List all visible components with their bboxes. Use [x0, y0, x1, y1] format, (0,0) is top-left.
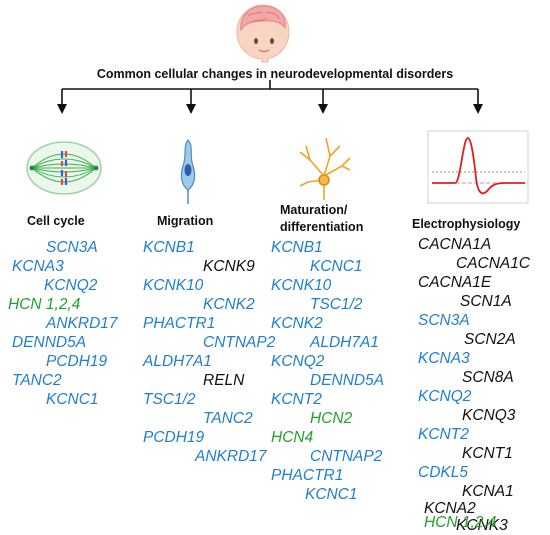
gene-label: SCN3A	[418, 312, 470, 329]
gene-label: KCNQ2	[271, 353, 325, 370]
gene-label: KCNT2	[418, 426, 469, 443]
gene-label: TSC1/2	[143, 391, 196, 408]
arrow-to-cell-cycle	[57, 104, 67, 114]
diagram-title: Common cellular changes in neurodevelopm…	[96, 67, 454, 81]
gene-label: TSC1/2	[310, 296, 363, 313]
gene-label: KCNQ2	[418, 388, 472, 405]
gene-label: KCNC1	[46, 391, 99, 408]
gene-label: PCDH19	[143, 429, 205, 446]
gene-label: TANC2	[203, 410, 253, 427]
gene-label: KCNK10	[271, 277, 332, 294]
gene-label: KCNB1	[271, 239, 323, 256]
gene-label: HCN 1,2,4	[8, 296, 81, 313]
gene-label: PHACTR1	[271, 467, 344, 484]
gene-label: KCNK2	[203, 296, 255, 313]
gene-label: CACNA1E	[418, 274, 492, 291]
gene-label: SCN8A	[462, 369, 514, 386]
gene-label: KCNK9	[203, 258, 255, 275]
mitotic-spindle-icon	[26, 141, 102, 195]
gene-label: DENND5A	[310, 372, 385, 389]
gene-label: CNTNAP2	[203, 334, 276, 351]
gene-label: TANC2	[12, 372, 62, 389]
gene-label: KCNT1	[462, 445, 513, 462]
gene-label: KCNQ3	[462, 407, 516, 424]
column-title-maturation-line-2: differentiation	[280, 220, 364, 234]
gene-label: ANKRD17	[195, 448, 267, 465]
gene-label: DENND5A	[12, 334, 87, 351]
gene-label: PCDH19	[46, 353, 108, 370]
gene-label: KCNK2	[271, 315, 323, 332]
column-title-migration: Migration	[157, 214, 214, 228]
gene-label: KCNC1	[310, 258, 363, 275]
gene-label: CACNA1C	[456, 255, 531, 272]
arrowheads	[57, 104, 483, 114]
gene-label: SCN2A	[464, 331, 516, 348]
gene-label: KCNB1	[143, 239, 195, 256]
column-title-cell-cycle: Cell cycle	[27, 214, 85, 228]
column-title-maturation-line-1: Maturation/	[280, 203, 348, 217]
column-title-maturation: Maturation/ differentiation	[280, 202, 363, 236]
gene-label: KCNA3	[418, 350, 470, 367]
gene-label: CDKL5	[418, 464, 468, 481]
gene-label: ALDH7A1	[310, 334, 379, 351]
gene-label: HCN4	[271, 429, 314, 446]
gene-label: KCNC1	[305, 486, 358, 503]
gene-label: KCNQ2	[44, 277, 98, 294]
gene-label: HCN 1,2,4	[424, 514, 497, 531]
column-title-electrophysiology: Electrophysiology	[412, 217, 521, 231]
gene-label: KCNA3	[12, 258, 64, 275]
gene-label: PHACTR1	[143, 315, 216, 332]
gene-label: KCNA2	[424, 500, 476, 517]
child-head-brain-icon	[236, 4, 290, 63]
gene-label: ALDH7A1	[143, 353, 212, 370]
gene-label: HCN2	[310, 410, 353, 427]
gene-label: ANKRD17	[46, 315, 118, 332]
migrating-neuron-icon	[180, 139, 196, 204]
gene-label: KCNT2	[271, 391, 322, 408]
arrow-to-electrophysiology	[473, 104, 483, 114]
mature-neuron-icon	[299, 137, 351, 200]
arrow-to-maturation	[318, 104, 328, 114]
gene-label: KCNA1	[462, 483, 514, 500]
gene-label: KCNK10	[143, 277, 204, 294]
action-potential-icon	[427, 130, 529, 204]
gene-label: SCN1A	[460, 293, 512, 310]
connector-lines	[61, 80, 479, 104]
arrow-to-migration	[186, 104, 196, 114]
gene-label: SCN3A	[46, 239, 98, 256]
gene-label: CACNA1A	[418, 236, 492, 253]
gene-label: CNTNAP2	[310, 448, 383, 465]
gene-label: KCNK3	[456, 517, 508, 534]
gene-label: RELN	[203, 372, 245, 389]
